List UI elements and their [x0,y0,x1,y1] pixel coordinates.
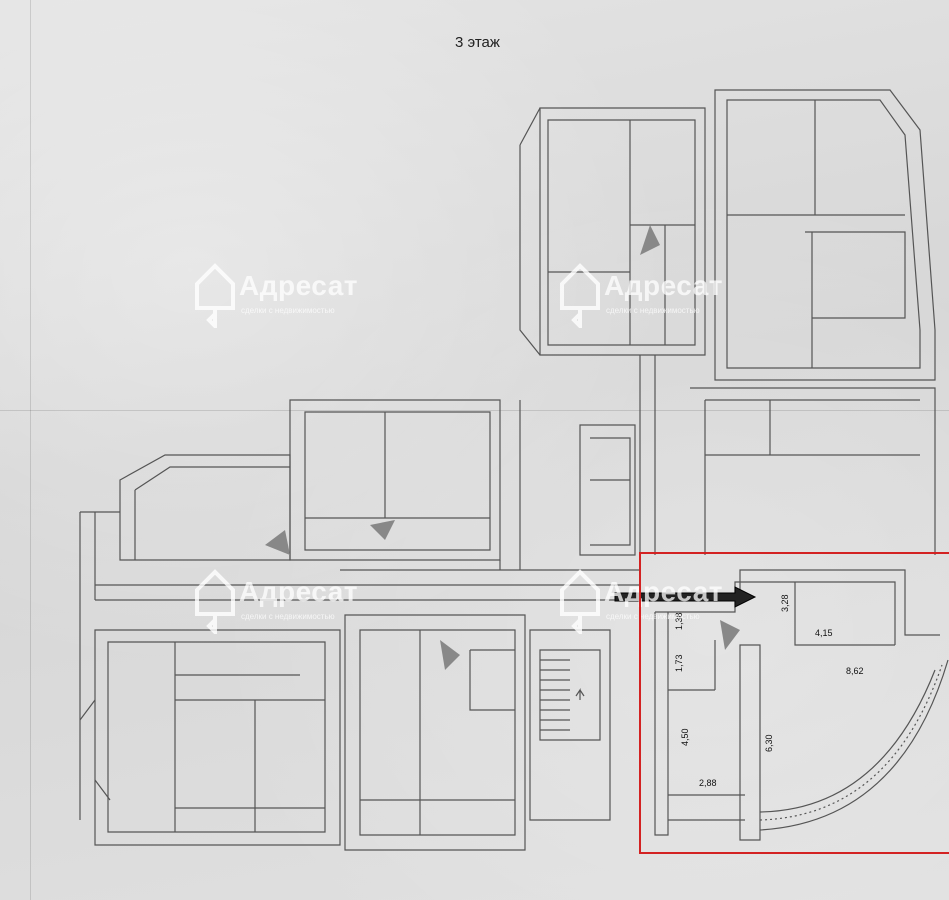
watermark-brand: Адресат [239,270,358,301]
entrance-arrow [614,586,757,608]
dimension-label: 4,15 [815,628,833,638]
dimension-label: 1,73 [674,654,684,672]
dimension-label: 8,62 [846,666,864,676]
dimension-label: 2,88 [699,778,717,788]
house-logo-icon [195,569,235,634]
watermark-tagline: сделки с недвижимостью [606,306,700,315]
watermark-brand: Адресат [604,270,723,301]
watermark-tagline: сделки с недвижимостью [606,612,700,621]
dimension-label: 1,38 [674,612,684,630]
paper-fold-horizontal [0,410,949,411]
house-logo-icon [560,569,600,634]
dimension-label: 6,30 [764,734,774,752]
watermark-tagline: сделки с недвижимостью [241,612,335,621]
dimension-label: 4,50 [680,728,690,746]
apartment-highlight-frame [639,552,949,854]
watermark-brand: Адресат [604,576,723,607]
watermark-tagline: сделки с недвижимостью [241,306,335,315]
paper-fold-vertical [30,0,31,900]
floor-title: 3 этаж [455,34,500,51]
watermark-brand: Адресат [239,576,358,607]
house-logo-icon [560,263,600,328]
house-logo-icon [195,263,235,328]
dimension-label: 3,28 [780,594,790,612]
